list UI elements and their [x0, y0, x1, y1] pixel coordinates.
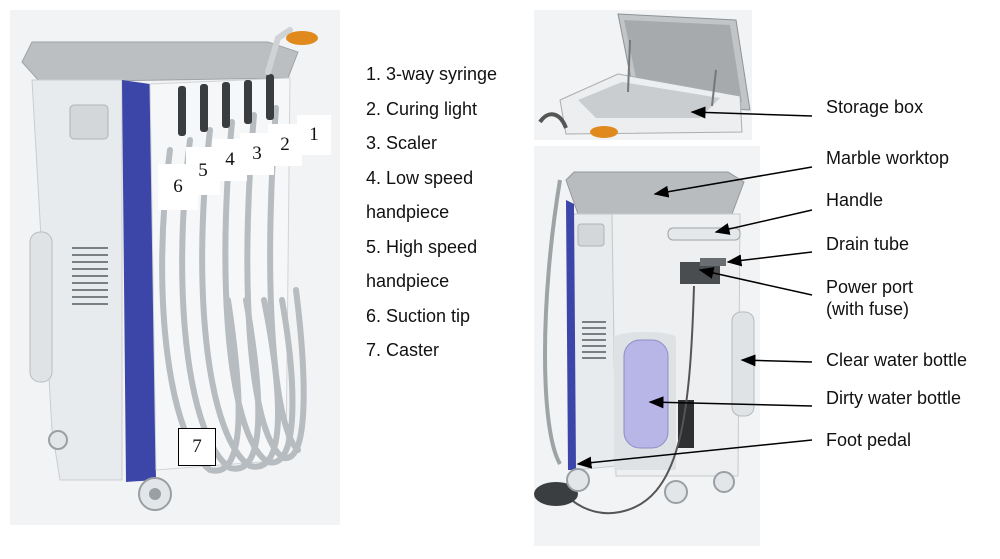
callout-foot-pedal: Foot pedal — [826, 430, 912, 450]
callout-dirty-water-bottle: Dirty water bottle — [826, 388, 962, 408]
number-label-6: 6 — [158, 164, 198, 210]
component-legend: 1. 3-way syringe 2. Curing light 3. Scal… — [366, 57, 497, 368]
callout-clear-water-bottle: Clear water bottle — [826, 350, 968, 370]
callout-marble-worktop: Marble worktop — [826, 148, 950, 168]
storage-box-illustration — [538, 13, 751, 138]
legend-item-high-speed: 5. High speed — [366, 236, 478, 257]
left-hoses — [159, 105, 307, 474]
callout-power-port-fuse: (with fuse) — [826, 299, 910, 319]
callout-drain-tube: Drain tube — [826, 234, 910, 254]
callout-handle: Handle — [826, 190, 884, 210]
left-vent-grille — [72, 247, 108, 305]
callout-arrows — [576, 106, 813, 469]
legend-item-curing-light: 2. Curing light — [366, 98, 478, 119]
legend-item-suction-tip: 6. Suction tip — [366, 305, 471, 326]
right-dental-cart — [534, 171, 755, 515]
callout-storage-box: Storage box — [826, 97, 924, 117]
legend-item-low-speed: 4. Low speed — [366, 167, 474, 188]
number-label-7: 7 — [178, 428, 216, 466]
legend-item-low-speed-cont: handpiece — [366, 202, 450, 222]
number-label-1: 1 — [297, 115, 331, 155]
callout-power-port: Power port — [826, 277, 914, 297]
legend-item-caster: 7. Caster — [366, 340, 440, 360]
legend-item-high-speed-cont: handpiece — [366, 271, 450, 291]
left-dental-cart — [21, 27, 318, 511]
legend-item-syringe: 1. 3-way syringe — [366, 64, 498, 84]
legend-item-scaler: 3. Scaler — [366, 133, 438, 153]
